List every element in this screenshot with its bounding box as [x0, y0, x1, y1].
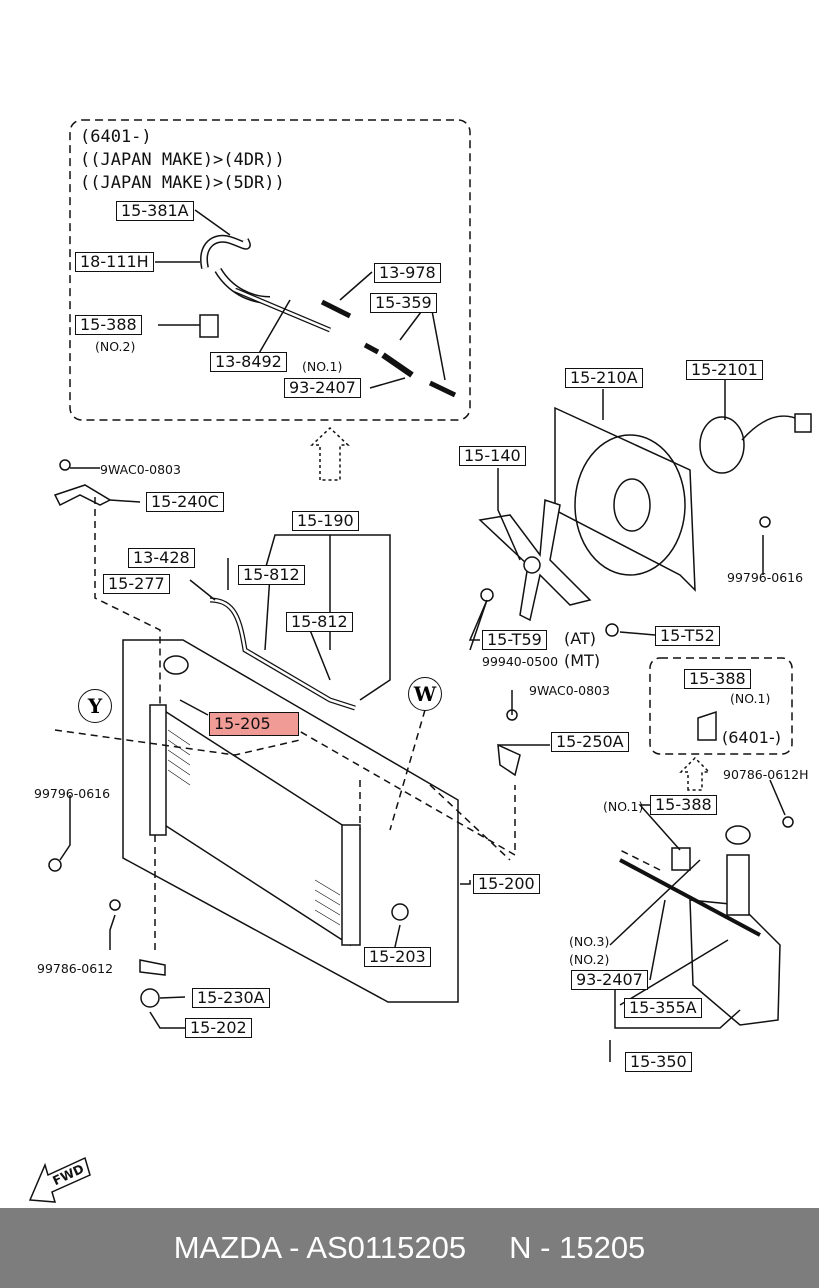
- part-label-15-190[interactable]: 15-190: [292, 511, 359, 531]
- bolt-99796-0616-right: [759, 516, 771, 528]
- footer-brand-part: MAZDA - AS0115205: [173, 1230, 467, 1265]
- part-note-99940-0500-mt: (MT): [564, 651, 601, 670]
- radiator-tank-right: [341, 824, 361, 946]
- part-label-99786-0612[interactable]: 99786-0612: [37, 961, 114, 976]
- part-label-15-388-main[interactable]: 15-388: [650, 795, 717, 815]
- part-label-15-200[interactable]: 15-200: [473, 874, 540, 894]
- part-label-15-240C[interactable]: 15-240C: [146, 492, 224, 512]
- fan-motor-ring: [574, 434, 686, 576]
- fan-shroud-15-210A: [554, 406, 696, 592]
- clip-15-388-main: [671, 847, 691, 871]
- parts-diagram: (6401-) ((JAPAN MAKE)>(4DR)) ((JAPAN MAK…: [28, 119, 812, 1203]
- callout-w: W: [408, 677, 442, 711]
- radiator-outline: [122, 639, 459, 1003]
- bracket-15-250A: [497, 743, 521, 777]
- part-label-15-202[interactable]: 15-202: [185, 1018, 252, 1038]
- mount-15-202: [140, 988, 160, 1008]
- inset-frame: [69, 119, 471, 421]
- bracket-15-230A: [139, 959, 166, 976]
- part-label-15-T59[interactable]: 15-T59: [482, 630, 547, 650]
- radiator-core: [159, 706, 351, 947]
- screw-15-T52: [605, 623, 619, 637]
- part-label-15-350[interactable]: 15-350: [625, 1052, 692, 1072]
- bolt-99786-0612: [109, 899, 121, 911]
- part-label-15-388-inset[interactable]: 15-388: [75, 315, 142, 335]
- part-label-15-812-a[interactable]: 15-812: [238, 565, 305, 585]
- callout-y: Y: [78, 689, 112, 723]
- inset-applicability-line-1: (6401-): [80, 127, 152, 147]
- part-label-15-T52[interactable]: 15-T52: [655, 626, 720, 646]
- part-label-18-111H[interactable]: 18-111H: [75, 252, 154, 272]
- fan-motor-15-2101: [699, 416, 745, 474]
- part-label-99940-0500[interactable]: 99940-0500: [482, 654, 559, 669]
- part-label-99796-0616-left[interactable]: 99796-0616: [34, 786, 111, 801]
- part-label-15-250A[interactable]: 15-250A: [551, 732, 629, 752]
- part-label-90786-0612H[interactable]: 90786-0612H: [723, 767, 809, 782]
- part-label-15-203[interactable]: 15-203: [364, 947, 431, 967]
- part-label-93-2407-main[interactable]: 93-2407: [571, 970, 648, 990]
- radiator-cap-15-205: [163, 655, 189, 675]
- part-label-15-140[interactable]: 15-140: [459, 446, 526, 466]
- inset-applicability-line-2: ((JAPAN MAKE)>(4DR)): [80, 150, 285, 170]
- part-label-15-277[interactable]: 15-277: [103, 574, 170, 594]
- inset2-frame: [649, 657, 793, 755]
- part-note-93-2407-inset: (NO.1): [302, 359, 343, 374]
- part-note-15-388-main: (NO.1): [603, 799, 644, 814]
- footer-spacer: [466, 1230, 509, 1266]
- part-13-978: [320, 299, 352, 319]
- part-15-359: [363, 342, 380, 355]
- up-arrow: [310, 426, 350, 481]
- bracket-15-240C: [53, 484, 112, 507]
- reservoir-neck: [726, 854, 750, 916]
- part-note-93-2407-no3: (NO.3): [569, 934, 610, 949]
- part-note-93-2407-no2: (NO.2): [569, 952, 610, 967]
- reservoir-cap-15-355A: [725, 825, 751, 845]
- part-label-15-230A[interactable]: 15-230A: [192, 988, 270, 1008]
- part-label-15-388-inset2[interactable]: 15-388: [684, 669, 751, 689]
- part-label-93-2407-inset[interactable]: 93-2407: [284, 378, 361, 398]
- part-label-13-8492[interactable]: 13-8492: [210, 352, 287, 372]
- part-label-9WAC0-0803-mid[interactable]: 9WAC0-0803: [529, 683, 610, 698]
- part-label-15-381A[interactable]: 15-381A: [116, 201, 194, 221]
- part-note-15-388-inset2: (NO.1): [730, 691, 771, 706]
- part-label-15-2101[interactable]: 15-2101: [686, 360, 763, 380]
- footer-part-number: N - 15205: [509, 1230, 646, 1265]
- inset2-applicability: (6401-): [722, 728, 781, 747]
- part-label-13-978[interactable]: 13-978: [374, 263, 441, 283]
- part-label-15-355A[interactable]: 15-355A: [624, 998, 702, 1018]
- bolt-9WAC0-0803-top: [59, 459, 71, 471]
- fwd-arrow: [28, 1156, 91, 1203]
- part-label-15-210A[interactable]: 15-210A: [565, 368, 643, 388]
- drain-plug-15-203: [391, 903, 409, 921]
- part-label-15-812-b[interactable]: 15-812: [286, 612, 353, 632]
- part-93-2407-inset: [381, 352, 414, 378]
- nut-99940-0500: [480, 588, 494, 602]
- reservoir-hose-93-2407: [619, 858, 761, 937]
- footer-bar: MAZDA - AS0115205 N - 15205: [0, 1208, 819, 1288]
- part-label-13-428[interactable]: 13-428: [128, 548, 195, 568]
- bolt-99796-0616-left: [48, 858, 62, 872]
- part-note-15-388-inset: (NO.2): [95, 339, 136, 354]
- up-arrow-small: [679, 756, 711, 791]
- clip-15-388-inset: [199, 314, 219, 338]
- diagram-drawing: [28, 119, 812, 1203]
- part-note-15-T59-at: (AT): [564, 629, 596, 648]
- inset-applicability-line-3: ((JAPAN MAKE)>(5DR)): [80, 173, 285, 193]
- part-label-99796-0616-right[interactable]: 99796-0616: [727, 570, 804, 585]
- reservoir-tank-15-350: [689, 899, 781, 1026]
- part-label-15-205-highlighted[interactable]: 15-205: [209, 712, 299, 736]
- bolt-90786-0612H: [782, 816, 794, 828]
- radiator-tank-left: [149, 704, 167, 836]
- clip-15-388-inset2: [697, 710, 717, 741]
- part-label-15-359[interactable]: 15-359: [370, 293, 437, 313]
- part-label-9WAC0-0803-top[interactable]: 9WAC0-0803: [100, 462, 181, 477]
